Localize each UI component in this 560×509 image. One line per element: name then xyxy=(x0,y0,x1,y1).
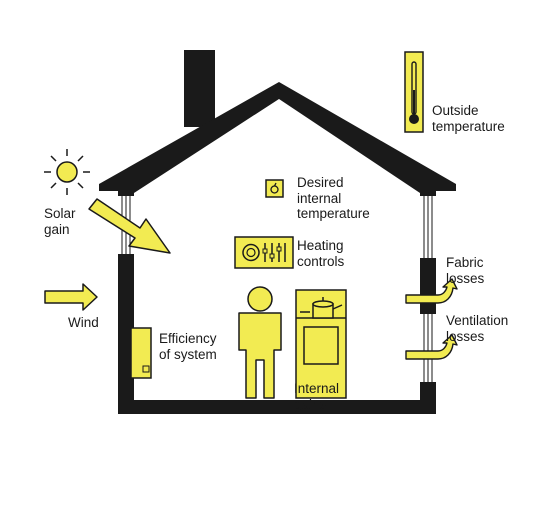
efficiency-of-system-label: Efficiency of system xyxy=(159,331,217,362)
thermostat-icon xyxy=(265,179,284,198)
fabric-losses-label: Fabric losses xyxy=(446,255,485,286)
heating-controls-label: Heating controls xyxy=(297,238,345,269)
heating-controls-icon xyxy=(234,236,294,269)
thermometer-icon xyxy=(404,51,424,133)
ventilation-losses-arrow xyxy=(405,334,458,360)
chimney xyxy=(184,50,215,127)
solar-gain-label: Solar gain xyxy=(44,206,76,237)
internal-gains-label: Internal gains xyxy=(294,381,340,412)
wind-label: Wind xyxy=(68,315,99,330)
right-window-lower xyxy=(420,314,436,382)
outside-temperature-label: Outside temperature xyxy=(432,103,505,134)
cooker-icon xyxy=(295,289,347,399)
solar-gain-arrow xyxy=(88,198,171,254)
fabric-losses-arrow xyxy=(405,278,458,304)
right-window-upper xyxy=(420,196,436,258)
desired-internal-temperature-label: Desired internal temperature xyxy=(297,175,370,221)
sun-icon xyxy=(44,149,90,195)
wind-arrow xyxy=(44,283,98,311)
ventilation-losses-label: Ventilation losses xyxy=(446,313,509,344)
boiler-icon xyxy=(130,327,152,379)
person-icon xyxy=(238,286,282,399)
